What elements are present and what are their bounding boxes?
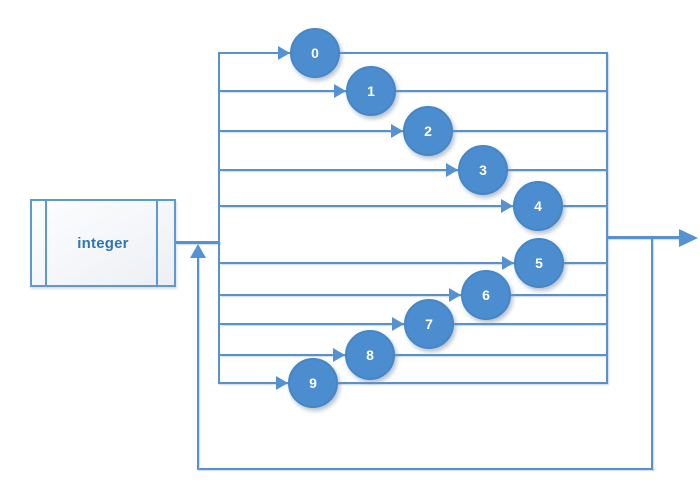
input-block-right-divider	[156, 201, 158, 285]
arrowhead-right-icon	[333, 348, 345, 362]
feedback-line-bottom	[197, 468, 653, 470]
arrowhead-right-icon	[449, 288, 461, 302]
feedback-arrowhead-up-icon	[190, 244, 206, 258]
input-block-label: integer	[77, 234, 129, 252]
arrowhead-right-icon	[392, 317, 404, 331]
input-block-left-divider	[45, 201, 47, 285]
input-connector-line	[176, 241, 220, 244]
state-node-label: 0	[311, 45, 319, 61]
state-node-label: 5	[535, 255, 543, 271]
state-node-3: 3	[458, 145, 508, 195]
state-node-6: 6	[461, 270, 511, 320]
branch-line-8	[220, 354, 606, 356]
output-connector-line	[607, 236, 681, 239]
state-node-label: 9	[309, 375, 317, 391]
branch-line-6	[220, 294, 606, 296]
arrowhead-right-icon	[334, 84, 346, 98]
arrowhead-right-icon	[391, 124, 403, 138]
output-arrowhead-icon	[679, 229, 698, 247]
arrowhead-right-icon	[501, 199, 513, 213]
state-node-4: 4	[513, 181, 563, 231]
state-node-0: 0	[290, 28, 340, 78]
state-node-label: 8	[366, 347, 374, 363]
state-node-5: 5	[514, 238, 564, 288]
branch-line-5	[220, 262, 606, 264]
arrowhead-right-icon	[502, 256, 514, 270]
state-node-2: 2	[403, 106, 453, 156]
state-node-7: 7	[404, 299, 454, 349]
arrowhead-right-icon	[278, 46, 290, 60]
state-node-label: 2	[424, 123, 432, 139]
arrowhead-right-icon	[276, 376, 288, 390]
feedback-line-right	[651, 238, 653, 470]
arrowhead-right-icon	[446, 163, 458, 177]
state-node-label: 6	[482, 287, 490, 303]
branch-line-4	[220, 205, 606, 207]
state-node-8: 8	[345, 330, 395, 380]
state-node-label: 1	[367, 83, 375, 99]
state-node-1: 1	[346, 66, 396, 116]
selector-frame	[218, 52, 608, 384]
state-node-9: 9	[288, 358, 338, 408]
state-node-label: 3	[479, 162, 487, 178]
branch-line-3	[220, 169, 606, 171]
state-node-label: 4	[534, 198, 542, 214]
state-node-label: 7	[425, 316, 433, 332]
branch-line-1	[220, 90, 606, 92]
feedback-line-left	[197, 257, 199, 469]
input-block-integer: integer	[30, 199, 176, 287]
